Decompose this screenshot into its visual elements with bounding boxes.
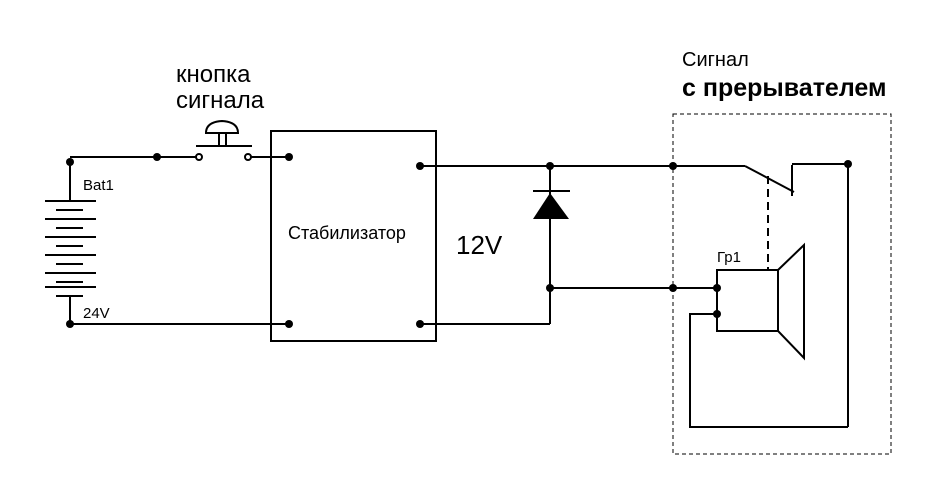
speaker-body [716,269,779,332]
speaker-cone [777,242,805,361]
wire-speaker-return [689,313,848,428]
switch-blade [744,165,795,193]
battery [45,158,96,328]
horn-enclosure [672,113,892,455]
button-label-line2: сигнала [176,87,265,114]
horn-label-line2: с прерывателем [682,74,886,102]
stabilizer-input-plus [285,153,293,161]
horn-speaker [689,242,848,428]
button-cap [204,119,240,134]
push-button [195,119,252,161]
diode-triangle [533,193,569,219]
junction-dot [66,158,74,166]
output-voltage-label: 12V [456,230,503,260]
horn-label-line1: Сигнал [682,49,749,71]
stabilizer-box [270,130,437,342]
horn-component-label: Гр1 [717,249,741,266]
button-contact-left [195,153,203,161]
interrupter-switch [744,160,852,427]
junction-dot [153,153,161,161]
button-label-line1: кнопка [176,61,251,88]
battery-voltage-label: 24V [83,305,110,322]
battery-name-label: Bat1 [83,177,114,194]
stabilizer-label: Стабилизатор [288,223,406,243]
button-contact-right [244,153,252,161]
speaker-terminal-1 [713,284,721,292]
diode [533,166,570,289]
